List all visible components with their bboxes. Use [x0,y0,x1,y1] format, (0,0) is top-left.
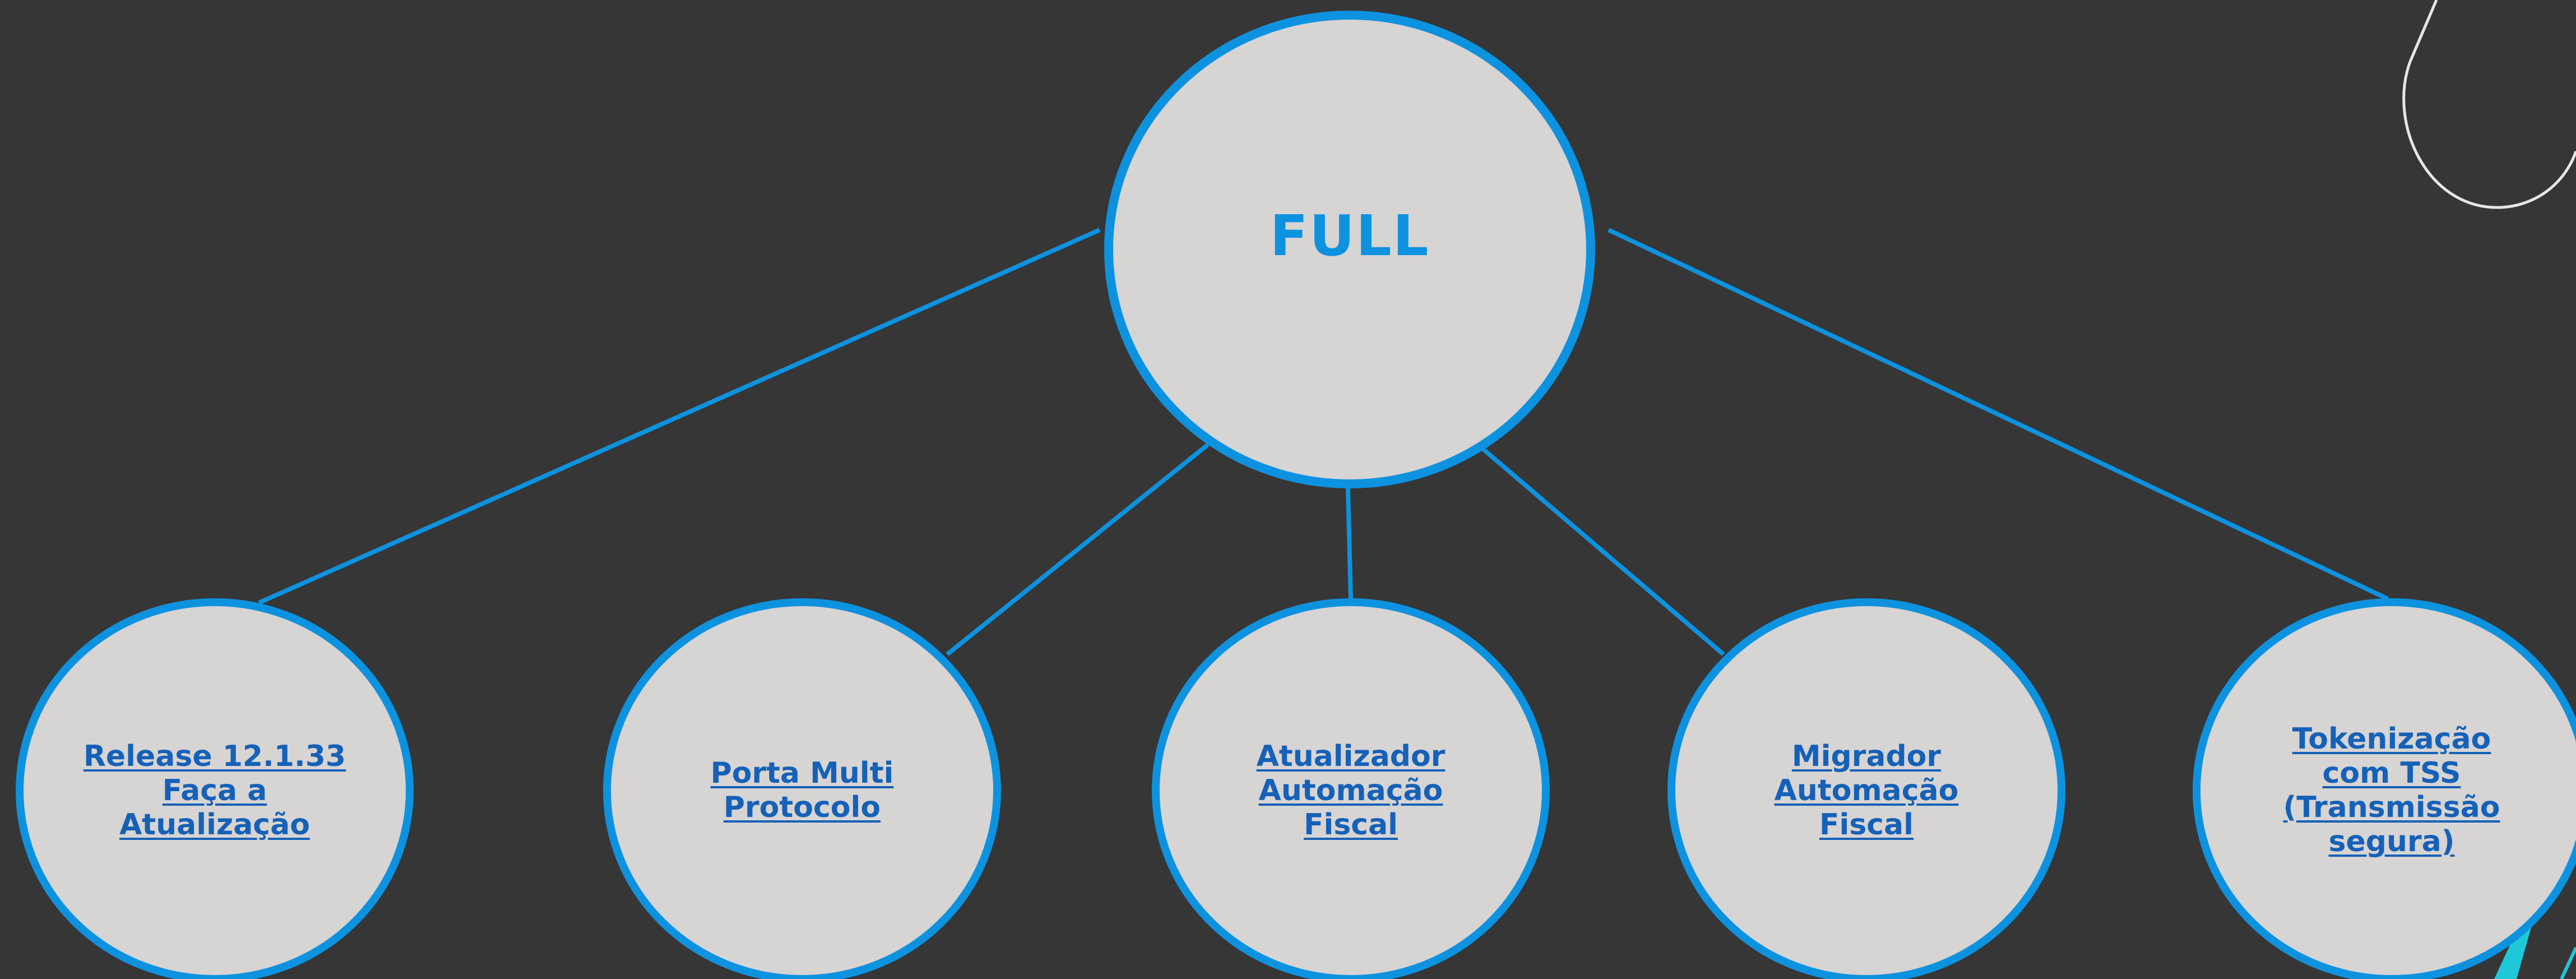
node-tokenizacao[interactable] [2193,598,2576,979]
connectors [258,228,2389,657]
node-atualizador[interactable] [1152,598,1550,979]
decorative-arc [2402,0,2576,209]
node-atualizador-label[interactable]: Atualizador Automação Fiscal [1256,739,1445,842]
root-node [1104,11,1595,488]
node-porta-multi-protocolo-label[interactable]: Porta Multi Protocolo [710,756,894,824]
node-migrador-label[interactable]: Migrador Automação Fiscal [1774,739,1959,842]
connector-root-migrador [1481,446,1725,657]
connector-root-atualizador [1346,487,1353,601]
node-porta-multi-protocolo[interactable] [603,598,1001,979]
node-migrador[interactable] [1667,598,2065,979]
connector-root-release [258,228,1101,605]
connector-root-porta [946,442,1210,657]
connector-root-tokenizacao [1607,228,2389,601]
decorative-accent-line [2560,946,2576,979]
node-tokenizacao-label[interactable]: Tokenização com TSS (Transmissão segura) [2283,722,2500,858]
node-release[interactable] [16,598,414,979]
root-node-label: FULL [1270,202,1430,269]
node-release-label[interactable]: Release 12.1.33 Faça a Atualização [83,739,346,842]
